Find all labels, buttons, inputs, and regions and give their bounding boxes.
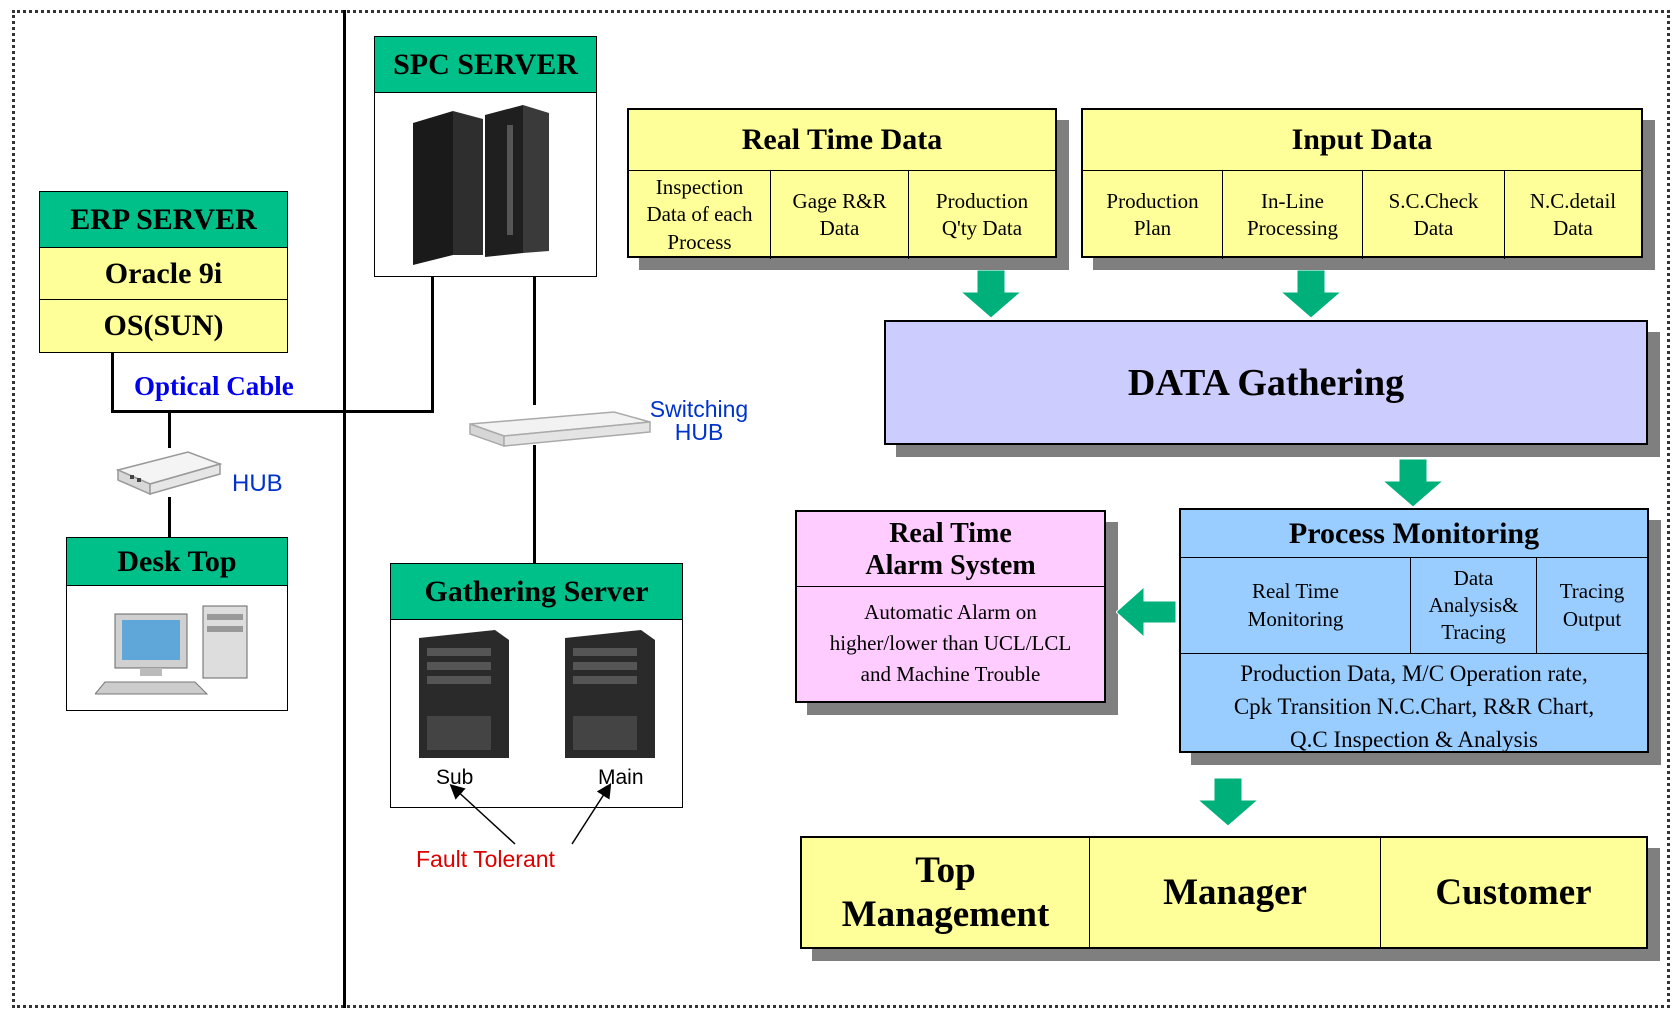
main-server-tower-icon	[565, 630, 655, 758]
arrow-down-icon	[1381, 459, 1445, 507]
desktop-image-area	[66, 586, 288, 711]
hub-device-icon	[115, 451, 223, 496]
audience-customer: Customer	[1435, 872, 1592, 913]
arrow-down-icon	[1279, 270, 1343, 318]
pm-cell-realtime-monitoring: Real Time Monitoring	[1247, 579, 1344, 631]
optical-cable-line	[111, 410, 434, 413]
sub-server-label: Sub	[436, 766, 474, 789]
alarm-title-line2: Alarm System	[865, 550, 1036, 581]
process-monitoring-footer: Production Data, M/C Operation rate, Cpk…	[1233, 661, 1595, 752]
real-time-data-box: Real Time Data Inspection Data of each P…	[627, 108, 1057, 259]
audience-row: Top Management Manager Customer	[800, 836, 1648, 949]
spc-server-image-area	[374, 93, 597, 277]
erp-server-block: ERP SERVER Oracle 9i OS(SUN)	[39, 191, 288, 353]
process-monitoring-cells: Real Time Monitoring Data Analysis& Trac…	[1181, 557, 1647, 654]
desktop-block: Desk Top	[66, 537, 288, 711]
gathering-server-title: Gathering Server	[390, 563, 683, 620]
spc-wire-left	[431, 275, 434, 413]
erp-os-cell: OS(SUN)	[39, 300, 288, 353]
spc-wire-right	[533, 275, 536, 405]
arrow-left-icon	[1116, 587, 1176, 637]
process-monitoring-title: Process Monitoring	[1288, 516, 1540, 550]
diagram-frame	[12, 10, 1670, 1008]
optical-cable-label: Optical Cable	[134, 371, 294, 401]
process-monitoring-box: Process Monitoring Real Time Monitoring …	[1179, 508, 1649, 753]
rtd-cell-production: Production Q'ty Data	[908, 171, 1055, 259]
desktop-title: Desk Top	[66, 537, 288, 586]
sub-server-tower-icon	[419, 630, 509, 758]
fault-tolerant-label: Fault Tolerant	[416, 846, 555, 872]
switching-hub-icon	[469, 411, 651, 448]
input-data-box: Input Data Production Plan In-Line Proce…	[1081, 108, 1643, 259]
erp-wire-down	[111, 348, 114, 413]
rtd-cell-gage: Gage R&R Data	[770, 171, 908, 259]
network-divider-line	[343, 10, 346, 1008]
alarm-system-body: Automatic Alarm on higher/lower than UCL…	[829, 600, 1072, 686]
input-cell-production-plan: Production Plan	[1106, 188, 1199, 240]
erp-oracle-cell: Oracle 9i	[39, 248, 288, 300]
alarm-system-box: Real Time Alarm System Automatic Alarm o…	[795, 510, 1106, 703]
input-data-title: Input Data	[1291, 123, 1433, 156]
input-cell-sc-check: S.C.Check Data	[1362, 171, 1504, 259]
erp-server-title: ERP SERVER	[39, 191, 288, 248]
switch-to-gathering-wire	[533, 445, 536, 563]
real-time-data-title: Real Time Data	[741, 123, 943, 156]
audience-manager: Manager	[1090, 838, 1381, 947]
input-cell-inline-processing: In-Line Processing	[1222, 171, 1362, 259]
alarm-title-line1: Real Time	[889, 518, 1012, 549]
desktop-computer-icon	[95, 605, 248, 695]
gathering-server-image-area: Sub Main	[390, 620, 683, 808]
data-gathering-box: DATA Gathering	[884, 320, 1648, 445]
pm-cell-tracing-output: Tracing Output	[1536, 558, 1647, 653]
switching-hub-label: Switching HUB	[634, 398, 764, 444]
real-time-data-cells: Inspection Data of each Process Gage R&R…	[629, 170, 1055, 259]
hub-wire-down	[168, 497, 171, 537]
spc-server-block: SPC SERVER	[374, 36, 597, 277]
hub-wire-up	[168, 413, 171, 448]
audience-top-management: Top Management	[802, 838, 1090, 947]
alarm-system-title: Real Time Alarm System	[797, 512, 1104, 587]
spc-server-title: SPC SERVER	[374, 36, 597, 93]
input-cell-nc-detail: N.C.detail Data	[1504, 171, 1641, 259]
gathering-server-block: Gathering Server Sub Main	[390, 563, 683, 808]
mainframe-server-icon	[413, 105, 549, 265]
fault-tolerant-arrows	[449, 782, 612, 845]
switching-hub-label-line2: HUB	[674, 419, 724, 445]
arrow-down-icon	[959, 270, 1023, 318]
input-data-cells: Production Plan In-Line Processing S.C.C…	[1083, 170, 1641, 259]
rtd-cell-inspection: Inspection Data of each Process	[646, 175, 753, 254]
arrow-down-icon	[1196, 778, 1260, 826]
hub-label: HUB	[232, 470, 283, 497]
pm-cell-data-analysis: Data Analysis& Tracing	[1410, 558, 1536, 653]
switching-hub-label-line1: Switching	[649, 396, 749, 422]
